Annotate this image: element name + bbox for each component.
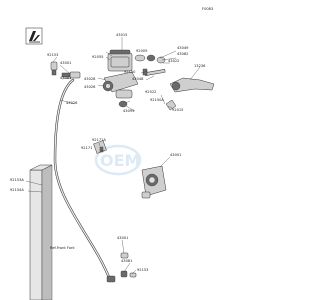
leader-lines: [25, 37, 201, 275]
callout-43015: 43015: [116, 33, 127, 37]
callout-labels: 43015 92009 92055 43049 43082 43022 1323…: [10, 33, 206, 272]
callout-92015: 92015: [172, 108, 183, 112]
callout-43048: 43048: [132, 77, 144, 81]
callout-92171: 92171: [81, 146, 92, 150]
callout-43095: 43095: [123, 109, 134, 113]
reservoir-cap-parts: [134, 54, 166, 64]
page-code: F0083: [202, 7, 213, 11]
callout-92150-top: 92150: [124, 70, 136, 74]
banjo-bolt-upper: [61, 71, 81, 79]
front-brake-parts-diagram: F0083 OEM: [10, 7, 215, 300]
lever-pivot-bolt: [142, 68, 166, 76]
callout-43049: 43049: [177, 46, 189, 50]
callout-43081: 43081: [60, 76, 71, 80]
callout-43001-right: 43001: [170, 153, 181, 157]
callout-43001-top: 43001: [60, 61, 71, 65]
front-fork: [29, 164, 53, 300]
callout-43001-bottom: 43001: [117, 236, 128, 240]
callout-92171a: 92171A: [92, 138, 106, 142]
master-cylinder: [102, 49, 139, 108]
callout-43022: 43022: [168, 59, 179, 63]
callout-92022: 92022: [145, 90, 156, 94]
banjo-bolt-lower: [120, 252, 137, 278]
callout-43082: 43082: [177, 52, 188, 56]
brake-lever: [165, 77, 215, 111]
callout-92009: 92009: [136, 49, 148, 53]
callout-43026: 43026: [84, 85, 96, 89]
callout-92153a: 92153A: [10, 178, 24, 182]
callout-43026-b: 43026: [66, 101, 78, 105]
manufacturer-logo: [25, 27, 43, 45]
upper-left-bolt: [50, 61, 58, 76]
callout-92153-a: 92153: [47, 53, 58, 57]
oem-watermark: OEM: [94, 144, 142, 176]
callout-43028: 43028: [84, 77, 96, 81]
callout-92154a: 92154A: [10, 188, 24, 192]
callout-43081-b: 43081: [121, 259, 132, 263]
callout-92150a: 92150A: [150, 98, 164, 102]
callout-92153-b: 92153: [137, 268, 148, 272]
hose-clamp: [93, 140, 107, 154]
reference-label: Ref.Front Fork: [50, 246, 76, 250]
brake-hose: [53, 78, 116, 283]
callout-92055: 92055: [92, 55, 103, 59]
callout-13236: 13236: [194, 64, 206, 68]
brake-caliper: [141, 165, 167, 199]
watermark-text: OEM: [100, 151, 140, 170]
